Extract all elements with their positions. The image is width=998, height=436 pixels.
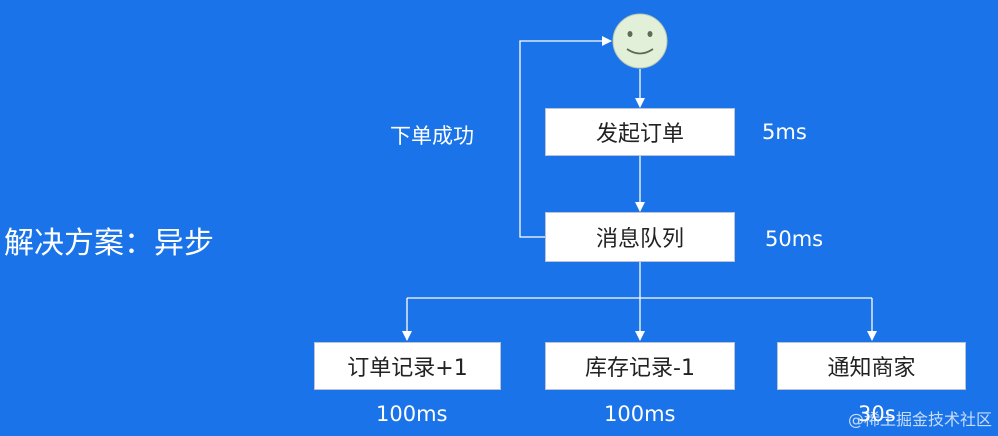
node-start-order: 发起订单 xyxy=(545,108,735,156)
smiley-face-icon xyxy=(612,13,668,69)
node-message-queue: 消息队列 xyxy=(545,212,735,262)
node-order-record-label: 订单记录+1 xyxy=(347,356,468,381)
node-message-queue-label: 消息队列 xyxy=(595,227,684,252)
node-inventory-record: 库存记录-1 xyxy=(545,342,735,390)
time-order-record: 100ms xyxy=(376,402,448,426)
watermark: @稀土掘金技术社区 xyxy=(847,410,992,429)
node-notify-merchant-label: 通知商家 xyxy=(827,356,916,381)
node-start-order-label: 发起订单 xyxy=(595,122,684,147)
time-notify-merchant: 30s xyxy=(858,402,896,426)
time-start-order: 5ms xyxy=(762,120,807,144)
time-message-queue: 50ms xyxy=(765,227,824,251)
node-inventory-record-label: 库存记录-1 xyxy=(585,356,695,381)
node-order-record: 订单记录+1 xyxy=(314,342,501,390)
arrow-queue-to-face xyxy=(519,36,612,238)
time-inventory-record: 100ms xyxy=(604,402,676,426)
order-success-label: 下单成功 xyxy=(390,124,474,148)
node-notify-merchant: 通知商家 xyxy=(777,342,966,390)
page-title: 解决方案：异步 xyxy=(4,226,214,261)
